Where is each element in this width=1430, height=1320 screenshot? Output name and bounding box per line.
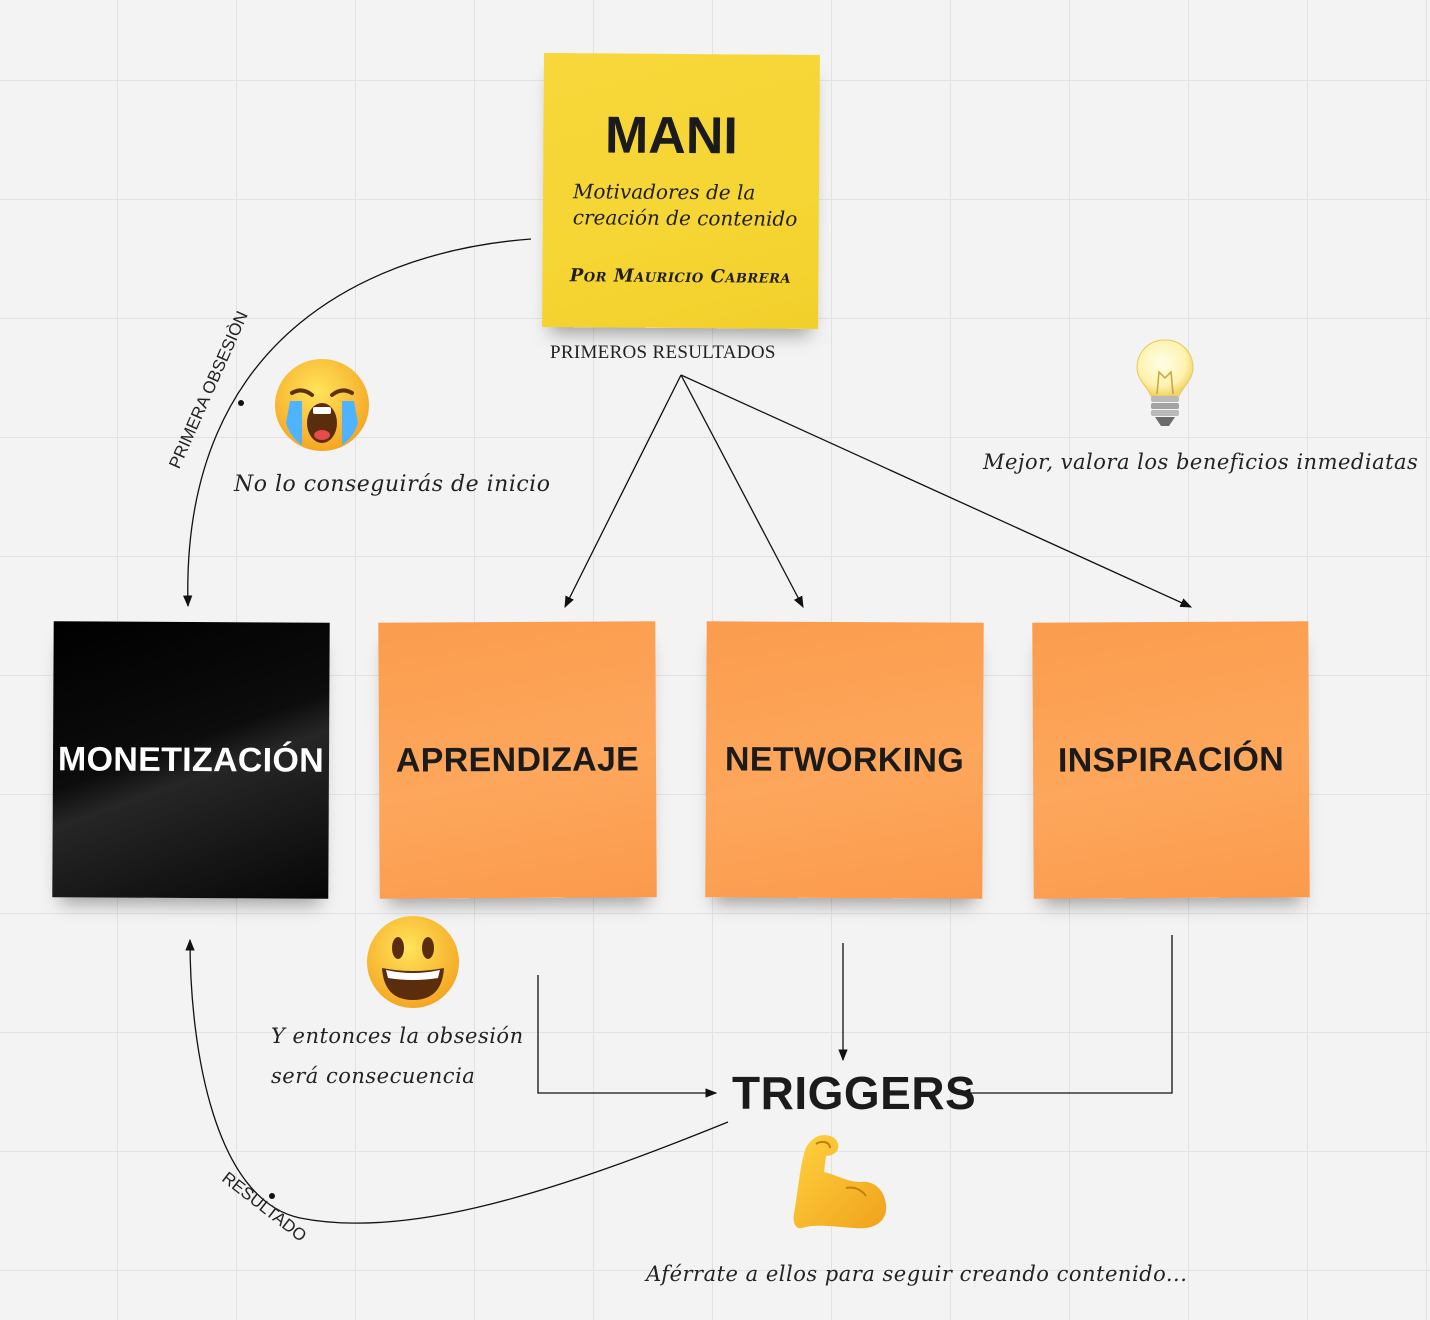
arrow-inspiracion-triggers	[958, 935, 1173, 1098]
arrow-resultado	[185, 938, 729, 1224]
arrow-to-aprendizaje	[564, 374, 682, 609]
note-inspiracion-label: INSPIRACIÓN	[1057, 739, 1285, 780]
comment-y-entonces-line2: será consecuencia	[271, 1064, 476, 1088]
lightbulb-icon	[1136, 339, 1194, 426]
note-monetizacion[interactable]: MONETIZACIÓN	[52, 621, 330, 899]
comment-aferrate: Aférrate a ellos para seguir creando con…	[646, 1262, 1188, 1286]
label-triggers[interactable]: TRIGGERS	[732, 1067, 977, 1119]
grinning-face-icon	[367, 916, 459, 1008]
note-monetizacion-label: MONETIZACIÓN	[57, 739, 325, 780]
note-networking-label: NETWORKING	[724, 739, 965, 780]
flexed-biceps-icon	[793, 1135, 887, 1229]
arrow-aprendizaje-triggers	[537, 975, 718, 1098]
note-mani-subtitle: Motivadores de la creación de contenido	[572, 179, 798, 231]
arrow-to-networking	[680, 374, 804, 609]
arrow-primera-obsesion	[183, 238, 532, 608]
note-mani-author: Por Mauricio Cabrera	[569, 265, 792, 288]
note-inspiracion[interactable]: INSPIRACIÓN	[1032, 621, 1310, 899]
note-aprendizaje[interactable]: APRENDIZAJE	[378, 621, 657, 899]
note-networking[interactable]: NETWORKING	[705, 621, 984, 899]
note-aprendizaje-label: APRENDIZAJE	[395, 739, 640, 780]
crying-face-icon	[275, 359, 369, 451]
note-mani-title: MANI	[604, 106, 739, 166]
comment-y-entonces-line1: Y entonces la obsesión	[271, 1024, 524, 1048]
comment-no-lo-conseguiras: No lo conseguirás de inicio	[234, 472, 551, 497]
arrow-to-inspiracion	[680, 374, 1193, 608]
note-mani[interactable]: MANI Motivadores de la creación de conte…	[542, 53, 820, 329]
comment-mejor-valora: Mejor, valora los beneficios inmediatas	[983, 450, 1419, 474]
label-primeros-resultados: PRIMEROS RESULTADOS	[550, 342, 776, 363]
